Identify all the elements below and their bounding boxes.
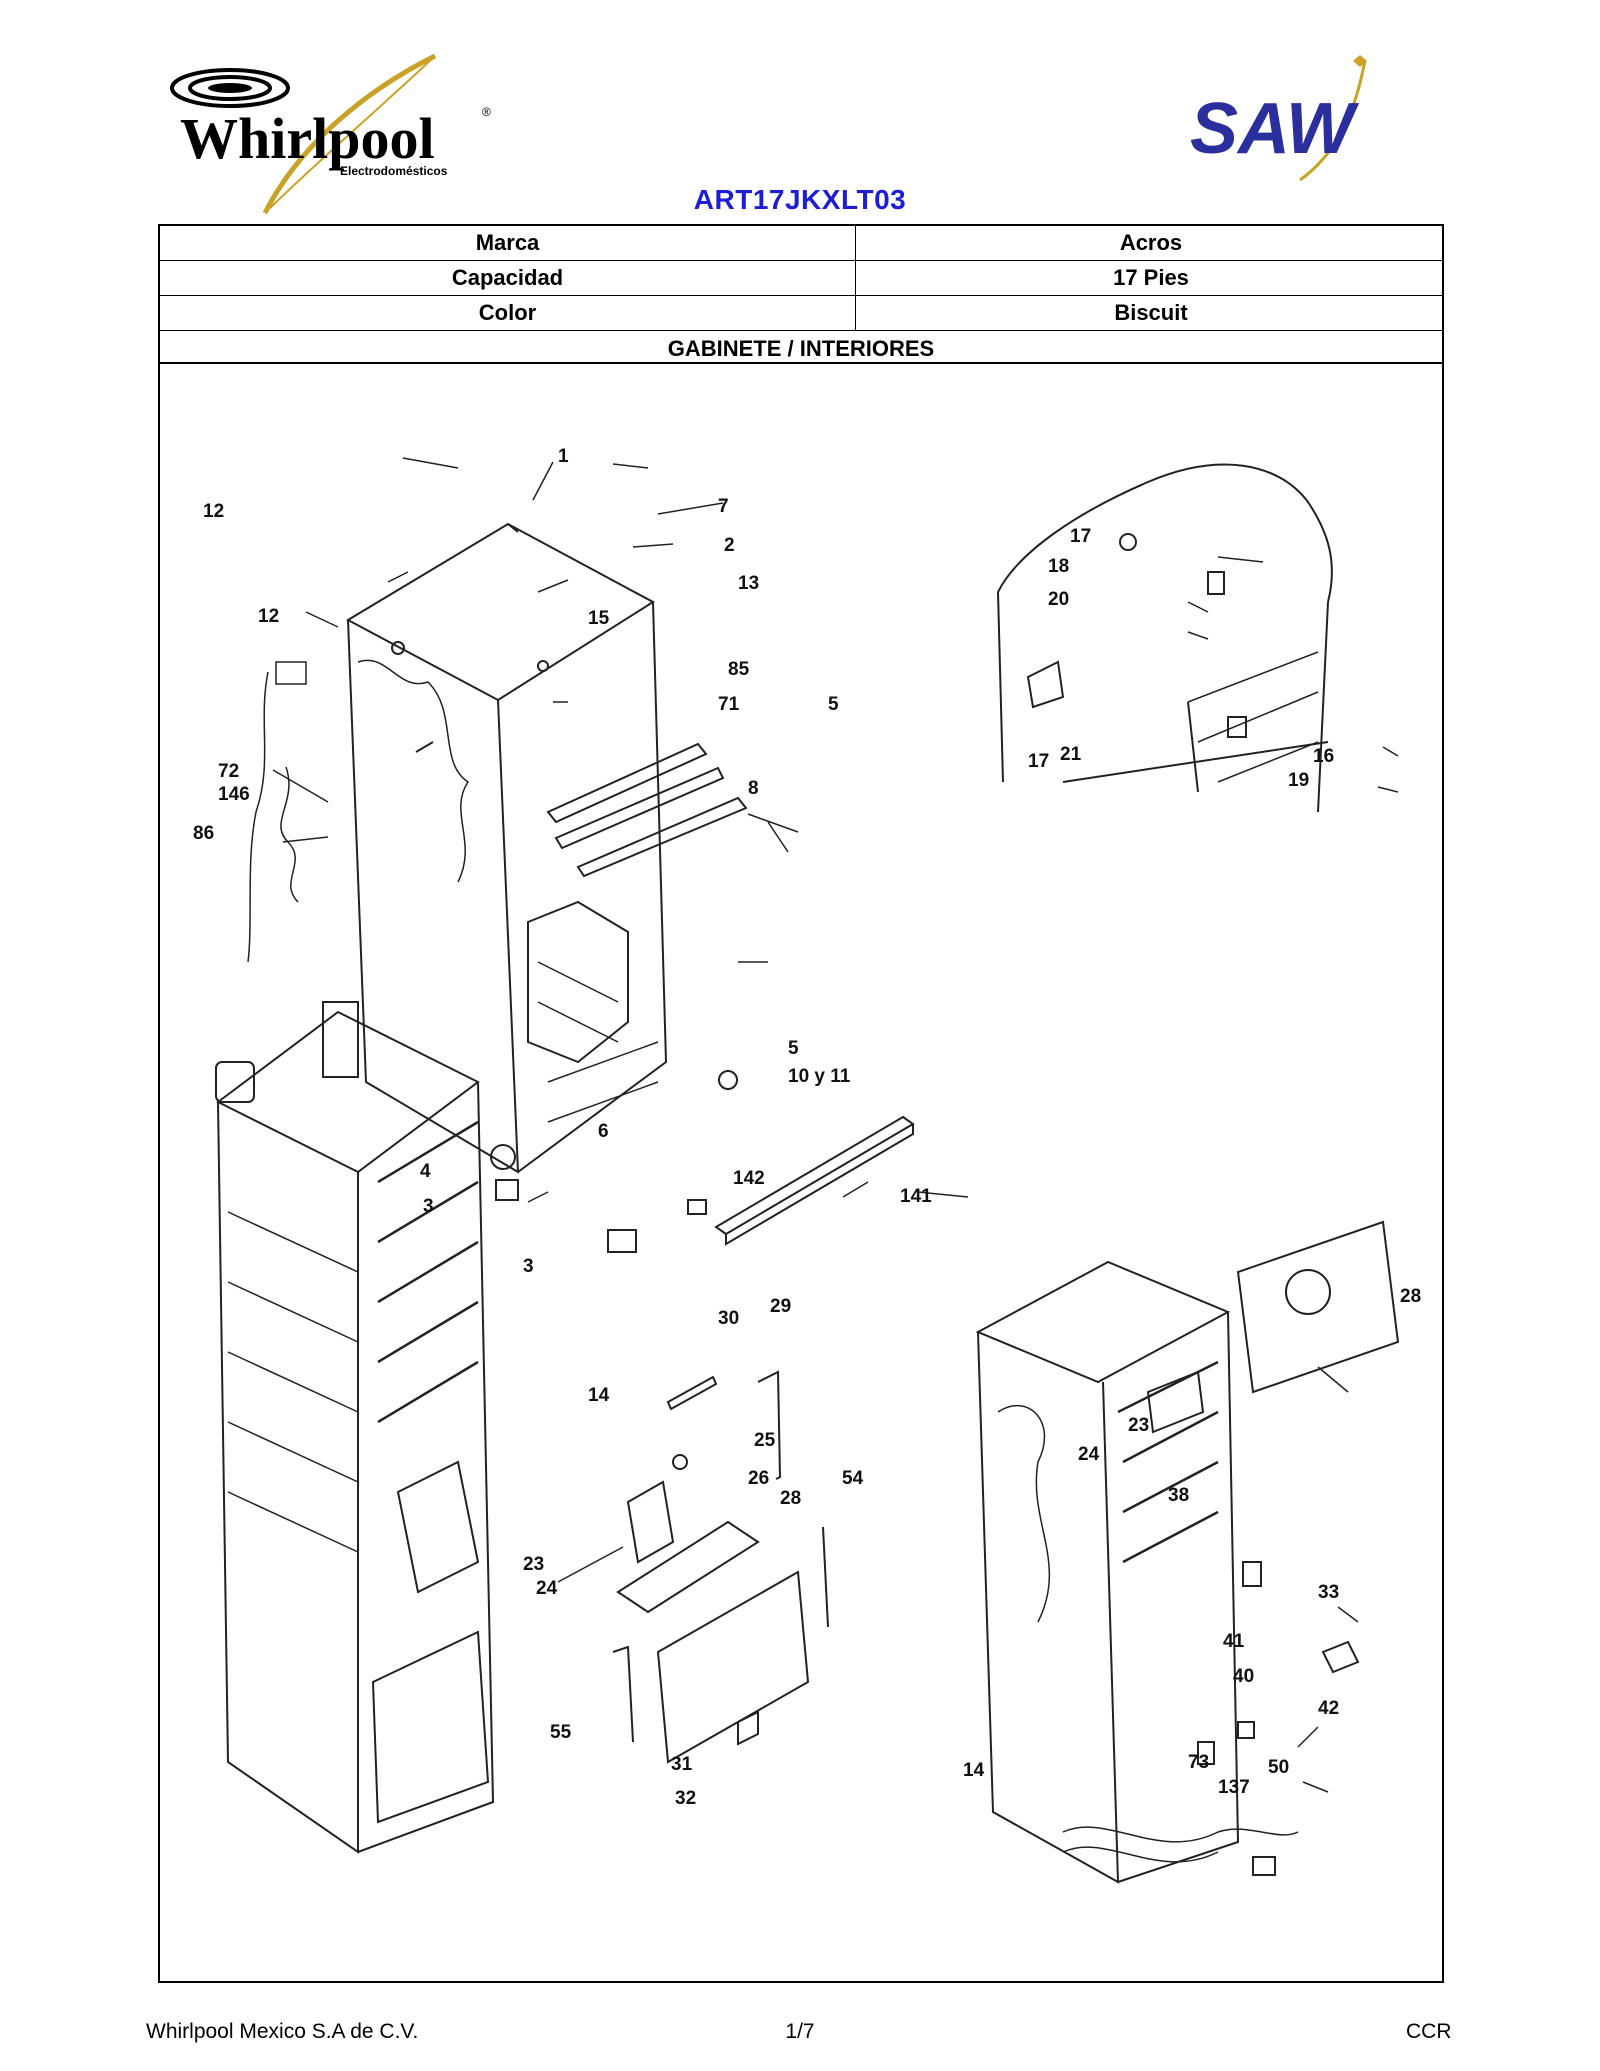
part-callout-23: 17 [1070,526,1091,547]
part-callout-53: 73 [1188,1752,1209,1773]
part-callout-29: 19 [1288,770,1309,791]
part-callout-35: 28 [780,1488,801,1509]
part-callout-4: 13 [738,573,759,594]
part-callout-20: 142 [733,1168,765,1189]
part-callout-47: 41 [1223,1631,1245,1652]
part-callout-13: 146 [218,784,250,805]
part-callout-30: 30 [718,1308,739,1329]
spec-value: 17 Pies [1113,265,1189,290]
part-callout-7: 71 [718,694,740,715]
part-callout-6: 85 [728,659,750,680]
part-callout-12: 72 [218,761,239,782]
fresh-food-liner-drawing [216,1010,495,1854]
part-callout-39: 55 [550,1722,572,1743]
control-housing-parts-drawing [612,1370,829,1764]
part-callout-50: 14 [963,1760,985,1781]
svg-text:Electrodomésticos: Electrodomésticos [340,164,448,178]
part-callout-42: 28 [1400,1286,1421,1307]
part-callout-10: 12 [258,606,279,627]
cabinet-shell-drawing [345,522,668,1174]
bottom-grille-drawing [490,1070,915,1253]
svg-text:Whirlpool: Whirlpool [180,106,435,171]
part-callout-31: 29 [770,1296,791,1317]
part-callout-38: 24 [536,1578,558,1599]
part-callout-14: 86 [193,823,214,844]
refrigerator-liner-side-drawing [975,1220,1400,1884]
part-callout-15: 5 [788,1038,799,1059]
spec-value: Biscuit [1114,300,1188,325]
part-callout-24: 18 [1048,556,1069,577]
part-callout-41: 32 [675,1788,696,1809]
section-title-row: GABINETE / INTERIORES [160,331,1442,366]
mullion-bars-drawing [546,742,799,878]
part-callout-49: 42 [1318,1698,1339,1719]
part-callout-8: 5 [828,694,839,715]
footer-company: Whirlpool Mexico S.A de C.V. [146,2020,419,2043]
spec-label: Color [160,296,856,330]
part-callout-11: 12 [203,501,224,522]
part-callout-18: 4 [420,1161,431,1182]
spec-label: Marca [160,226,856,260]
spec-value: Acros [1119,230,1183,255]
section-title: GABINETE / INTERIORES [667,335,935,361]
part-callout-19: 3 [423,1196,434,1217]
part-callout-25: 20 [1048,589,1069,610]
part-callout-33: 25 [754,1430,776,1451]
svg-text:®: ® [482,105,491,119]
part-callout-51: 50 [1268,1757,1289,1778]
freezer-liner-detail-drawing [997,463,1333,813]
part-callout-16: 10 y 11 [788,1066,851,1087]
part-callout-44: 24 [1078,1444,1100,1465]
part-callout-17: 6 [598,1121,609,1142]
footer-code: CCR [1406,2020,1452,2043]
part-callout-9: 8 [748,778,759,799]
part-callout-1: 1 [558,446,569,467]
svg-text:SAW: SAW [1190,89,1360,169]
part-callout-26: 17 [1028,751,1049,772]
part-callout-27: 21 [1060,744,1082,765]
part-callout-32: 14 [588,1385,610,1406]
part-callout-48: 40 [1233,1666,1254,1687]
part-callout-40: 31 [671,1754,693,1775]
part-callout-21: 141 [900,1186,932,1207]
part-callout-37: 23 [523,1554,544,1575]
spec-row-marca: Marca Acros [160,226,1442,261]
spec-row-capacidad: Capacidad 17 Pies [160,261,1442,296]
spec-row-color: Color Biscuit [160,296,1442,331]
part-callout-5: 15 [588,608,610,629]
part-callout-22: 3 [523,1256,534,1277]
model-code: ART17JKXLT03 [693,184,907,215]
spec-table: Marca Acros Capacidad 17 Pies Color Bisc… [158,224,1444,364]
saw-logo: SAW [1185,55,1400,185]
part-callout-43: 23 [1128,1415,1149,1436]
whirlpool-logo: Whirlpool ® Electrodomésticos [170,48,530,223]
part-callout-2: 7 [718,496,729,517]
part-callout-28: 16 [1313,746,1334,767]
spec-label: Capacidad [160,261,856,295]
footer-page-number: 1/7 [785,2020,815,2043]
part-callout-46: 33 [1318,1582,1339,1603]
part-callout-3: 2 [724,535,735,556]
part-callout-36: 54 [842,1468,864,1489]
part-callout-45: 38 [1168,1485,1189,1506]
part-callout-52: 137 [1218,1777,1250,1798]
diagram-frame [158,362,1444,1983]
part-callout-34: 26 [748,1468,769,1489]
